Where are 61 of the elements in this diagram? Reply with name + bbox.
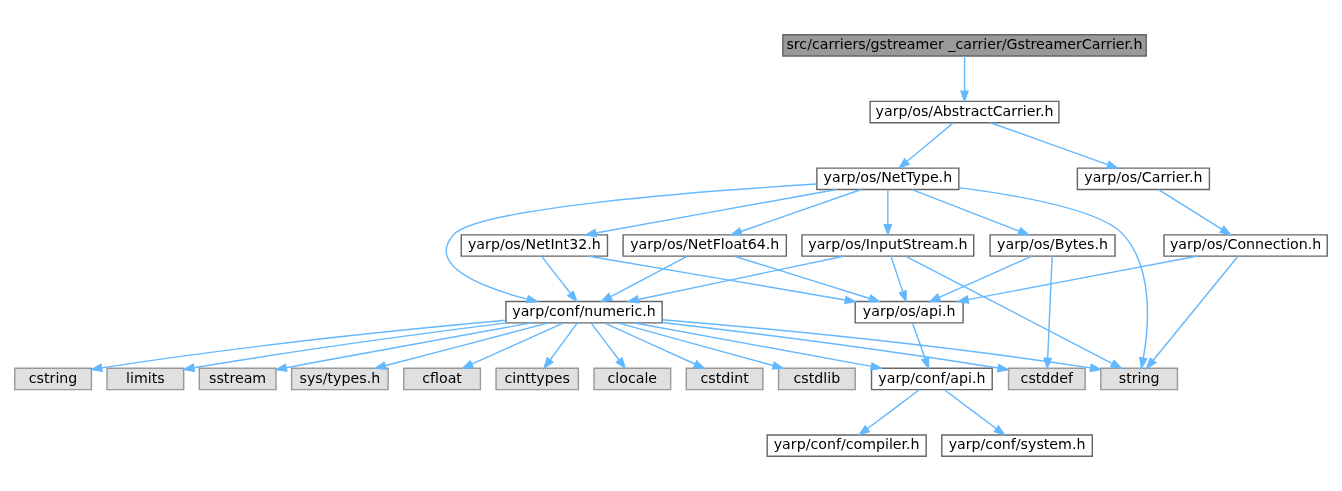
node-box: src/carriers/gstreamer _carrier/GstreamerCarrier.h <box>782 33 1147 57</box>
arrow <box>857 389 920 437</box>
node-box: cstdlib <box>777 367 856 391</box>
arrow <box>373 322 550 370</box>
arrow <box>890 255 907 304</box>
arrow <box>633 322 884 371</box>
arrow <box>1043 255 1053 371</box>
node-box: yarp/os/Carrier.h <box>1076 167 1211 191</box>
arrow <box>181 322 508 373</box>
arrow <box>590 322 627 370</box>
arrow <box>604 322 707 370</box>
node-box: yarp/os/Bytes.h <box>989 234 1116 257</box>
node-box: clocale <box>593 367 672 391</box>
node-box: yarp/os/AbstractCarrier.h <box>869 100 1060 124</box>
arrow <box>626 255 845 304</box>
arrow <box>617 322 786 370</box>
arrow <box>943 389 1007 437</box>
node-box: sys/types.h <box>290 367 389 391</box>
node-box: yarp/conf/numeric.h <box>505 300 663 324</box>
arrow <box>661 319 1103 373</box>
arrow <box>956 255 1198 304</box>
arrow <box>905 255 1124 370</box>
node-box: limits <box>106 367 185 391</box>
node-box: yarp/conf/api.h <box>870 367 993 391</box>
arrow <box>588 255 858 305</box>
arrow <box>1157 188 1233 236</box>
node-box: cstring <box>14 367 93 391</box>
arrow <box>540 255 578 304</box>
arrow <box>989 122 1120 169</box>
arrow <box>89 319 507 373</box>
arrow <box>1145 255 1239 370</box>
arrow <box>960 55 969 104</box>
arrow <box>883 188 893 237</box>
arrow <box>599 255 688 303</box>
arrow <box>583 188 838 238</box>
arrow <box>911 188 1031 236</box>
node-box: cfloat <box>403 367 482 391</box>
node-box: yarp/os/NetFloat64.h <box>622 234 788 257</box>
node-box: yarp/os/NetInt32.h <box>460 234 609 257</box>
arrow <box>542 322 578 370</box>
arrow <box>733 255 882 303</box>
arrow <box>460 322 564 370</box>
arrow <box>958 186 1149 371</box>
node-box: yarp/os/NetType.h <box>816 167 960 191</box>
node-box: yarp/conf/compiler.h <box>766 434 927 458</box>
arrow <box>911 322 930 371</box>
node-box: yarp/conf/system.h <box>941 434 1093 458</box>
node-box: cstdint <box>685 367 764 391</box>
node-box: cinttypes <box>495 367 580 391</box>
arrow <box>445 183 818 304</box>
arrow <box>927 255 1033 303</box>
arrow <box>729 188 862 236</box>
node-box: string <box>1100 367 1179 391</box>
arrow <box>897 122 954 170</box>
node-box: yarp/os/InputStream.h <box>801 234 975 257</box>
arrow <box>661 321 1011 373</box>
node-box: sstream <box>198 367 277 391</box>
arrow <box>274 322 532 372</box>
node-box: yarp/os/Connection.h <box>1163 234 1328 257</box>
node-box: cstddef <box>1007 367 1086 391</box>
node-box: yarp/os/api.h <box>854 300 964 324</box>
